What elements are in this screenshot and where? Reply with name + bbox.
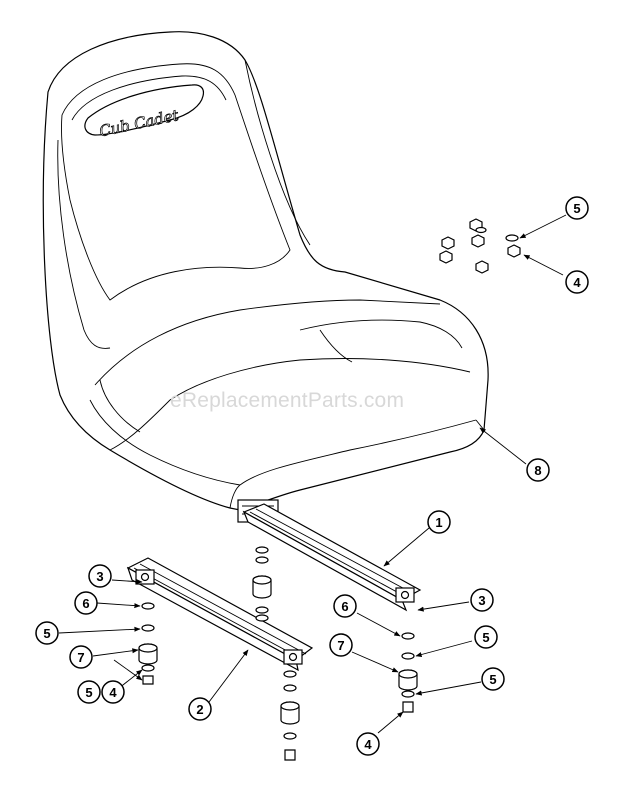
svg-text:6: 6 (82, 596, 89, 611)
svg-text:7: 7 (337, 638, 344, 653)
callout-7-left: 7 (69, 645, 93, 669)
seat: Cub Cadet (42, 31, 489, 523)
watermark: eReplacementParts.com (170, 389, 404, 412)
svg-text:8: 8 (534, 463, 541, 478)
callouts: 1 2 3 3 4 4 4 5 5 5 5 5 6 6 7 7 8 (35, 196, 589, 756)
callout-6-right: 6 (333, 594, 357, 618)
callout-2: 2 (188, 697, 212, 721)
callout-3-right: 3 (470, 588, 494, 612)
svg-text:5: 5 (85, 685, 92, 700)
svg-text:3: 3 (96, 569, 103, 584)
callout-4-top-right: 4 (565, 270, 589, 294)
svg-text:4: 4 (364, 737, 372, 752)
callout-4-bottom: 4 (356, 732, 380, 756)
callout-5-left-lower: 5 (77, 680, 101, 704)
callout-1: 1 (427, 510, 451, 534)
callout-7-right: 7 (329, 633, 353, 657)
loose-hardware (439, 218, 521, 274)
slide-rail-left (126, 557, 314, 672)
svg-text:5: 5 (43, 626, 50, 641)
callout-8: 8 (526, 458, 550, 482)
svg-text:5: 5 (489, 672, 496, 687)
hardware-stack-center (252, 546, 272, 622)
callout-5-right-upper: 5 (474, 625, 498, 649)
hardware-stack-bottom (280, 670, 300, 761)
svg-text:7: 7 (77, 650, 84, 665)
svg-text:5: 5 (573, 201, 580, 216)
callout-5-right-lower: 5 (481, 667, 505, 691)
svg-text:1: 1 (435, 515, 442, 530)
svg-text:4: 4 (109, 685, 117, 700)
svg-text:4: 4 (573, 275, 581, 290)
callout-5-top-right: 5 (565, 196, 589, 220)
svg-text:2: 2 (196, 702, 203, 717)
svg-text:6: 6 (341, 599, 348, 614)
hardware-stack-left (138, 602, 158, 685)
callout-5-left-upper: 5 (35, 621, 59, 645)
hardware-stack-right (398, 632, 418, 713)
callout-6-left: 6 (74, 591, 98, 615)
callout-4-left: 4 (101, 680, 125, 704)
svg-text:3: 3 (478, 593, 485, 608)
slide-rail-right (242, 503, 422, 612)
leader-lines (58, 214, 567, 734)
callout-3-left: 3 (88, 564, 112, 588)
svg-text:5: 5 (482, 630, 489, 645)
